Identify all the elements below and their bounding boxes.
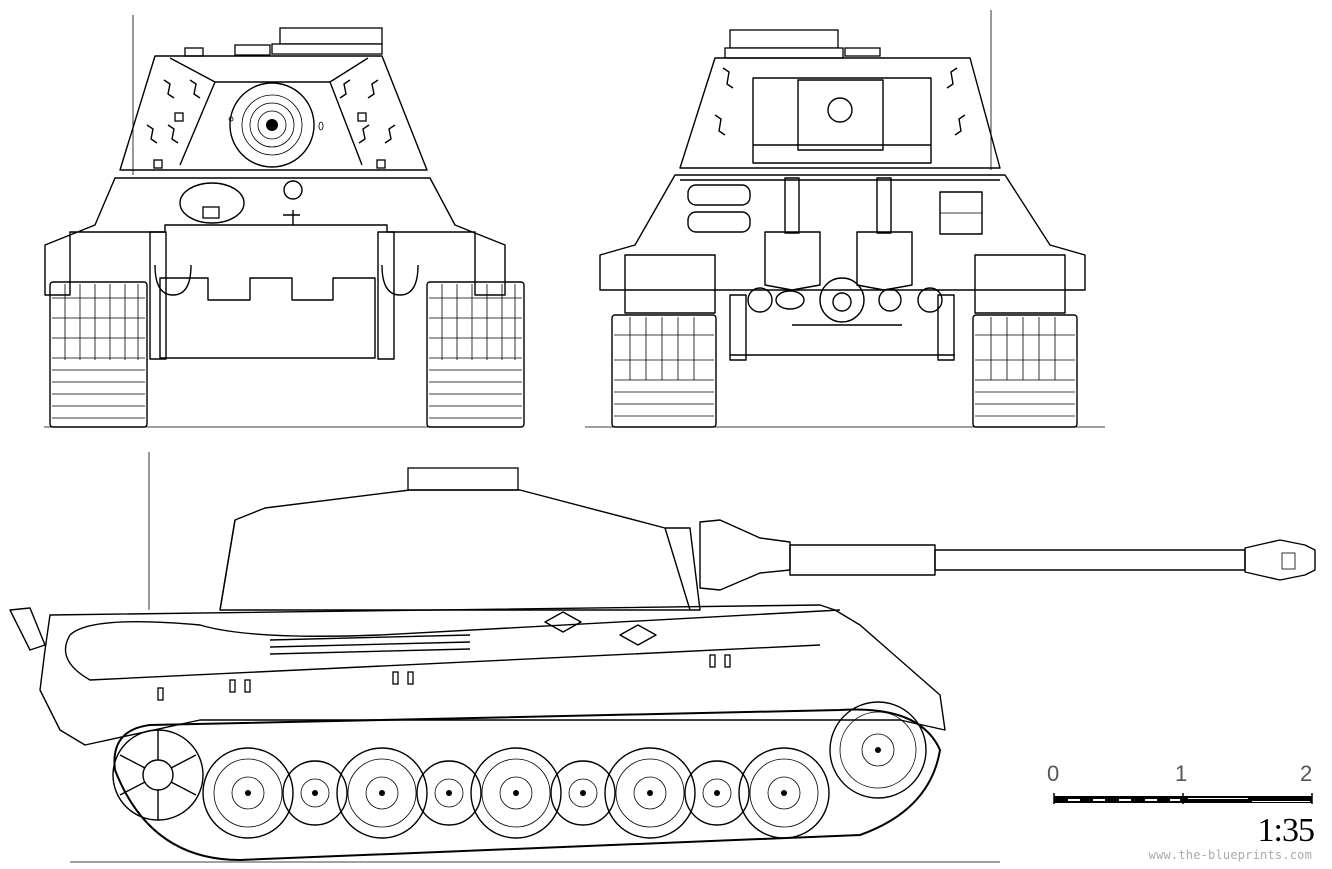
front-left-track (49, 281, 148, 428)
road-wheels (202, 747, 830, 839)
front-view (0, 0, 560, 440)
exhaust-pipes (764, 177, 913, 291)
tow-cables (269, 611, 657, 655)
rear-view-drawing (585, 10, 1105, 428)
drive-sprocket (112, 729, 204, 821)
track-run (70, 708, 1000, 863)
front-view-drawing (44, 15, 525, 428)
front-right-track (426, 281, 525, 428)
idler-wheel (829, 701, 927, 799)
main-gun (699, 519, 1316, 591)
rear-view (580, 0, 1110, 440)
side-view-drawing (9, 452, 1316, 863)
rear-left-track (611, 314, 717, 428)
side-view (0, 450, 1332, 869)
rear-right-track (972, 314, 1078, 428)
